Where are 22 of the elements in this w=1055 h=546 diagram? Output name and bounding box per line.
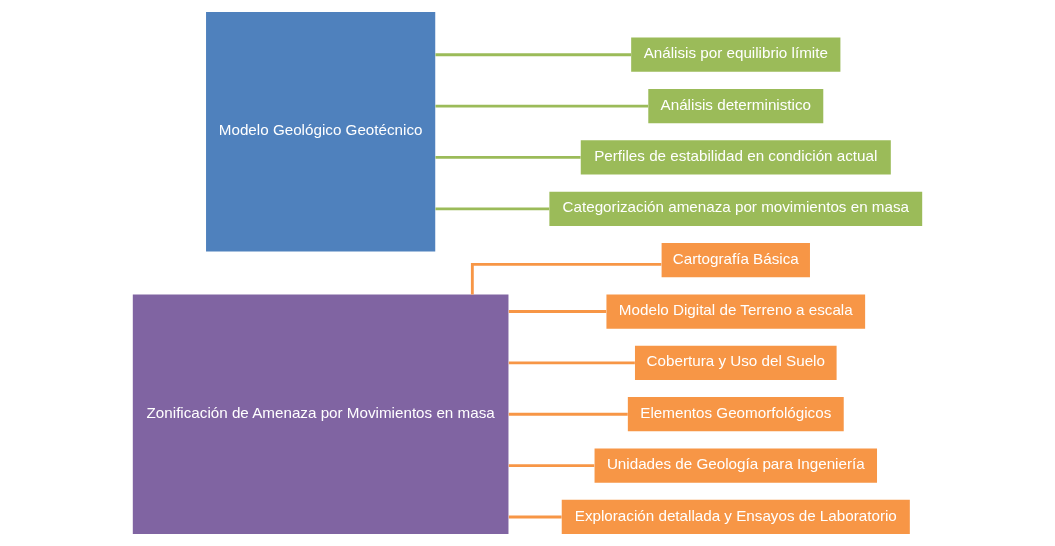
node-box: Cartografía Básica [661,243,810,278]
connector [470,263,662,295]
connector [508,412,628,416]
connector [508,464,595,467]
node-box: Categorización amenaza por movimientos en masa [549,191,923,226]
node-box: Cobertura y Uso del Suelo [634,345,837,380]
node-box: Análisis por equilibrio límite [631,37,841,72]
node-box: Análisis deterministico [648,88,824,124]
connector [435,207,550,211]
connector [435,156,581,159]
connector [508,310,607,313]
node-box: Exploración detallada y Ensayos de Laboratorio [561,499,910,535]
node-box: Modelo Digital de Terreno a escala [606,294,866,329]
node-box: Zonificación de Amenaza por Movimientos en masa [132,294,509,535]
node-box: Perfiles de estabilidad en condición actual [580,140,891,175]
node-box: Unidades de Geología para Ingeniería [594,448,877,483]
connector [508,515,562,519]
connector [435,53,631,57]
connector [508,361,635,365]
node-box: Modelo Geológico Geotécnico [206,11,436,252]
connector [435,104,649,108]
node-box: Elementos Geomorfológicos [627,397,844,432]
